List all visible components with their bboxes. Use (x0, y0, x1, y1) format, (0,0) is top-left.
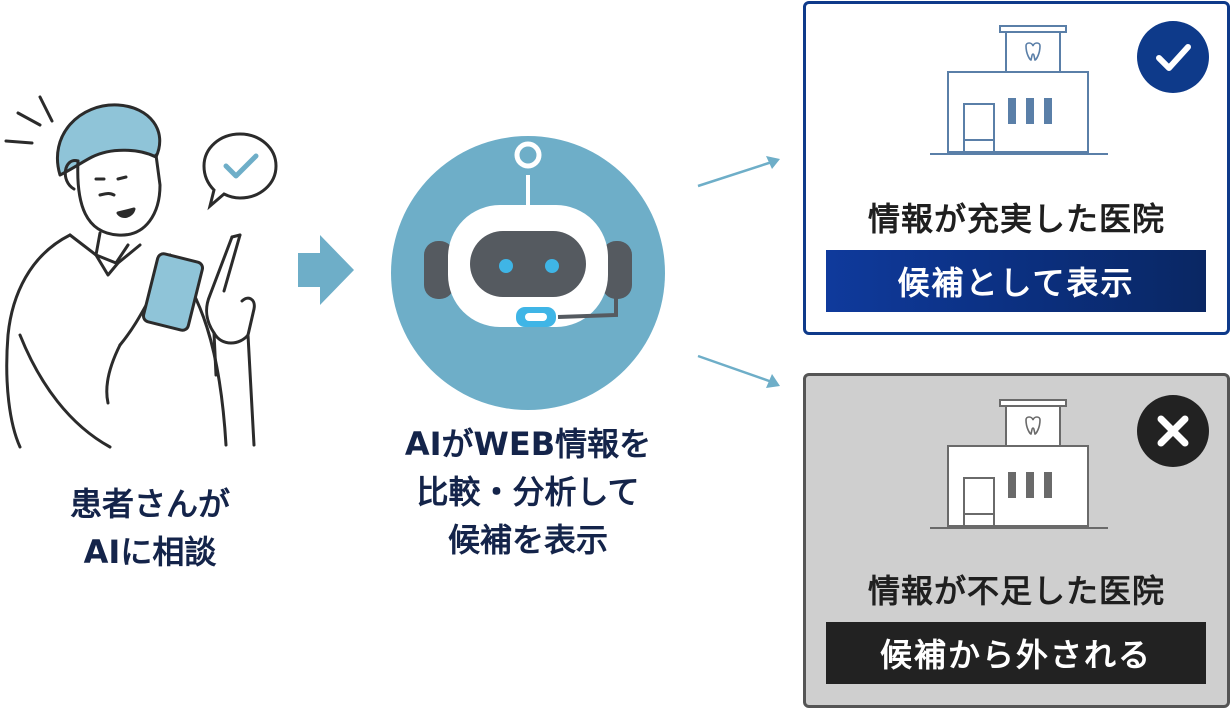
patient-caption: 患者さんが AIに相談 (20, 480, 280, 576)
speech-bubble-check-icon (202, 132, 278, 211)
ai-caption: AIがWEB情報を 比較・分析して 候補を表示 (355, 420, 701, 564)
clinic-building-icon (930, 399, 1108, 529)
check-icon (1156, 44, 1191, 71)
ai-caption-line2: 比較・分析して (416, 473, 640, 511)
arrow-right-icon (298, 235, 354, 305)
result-card-good: 情報が充実した医院 候補として表示 (803, 1, 1230, 335)
result-card-bad: 情報が不足した医院 候補から外される (803, 373, 1230, 708)
bad-card-banner: 候補から外される (826, 622, 1206, 684)
ai-robot-illustration (391, 136, 665, 410)
x-icon (1157, 415, 1189, 447)
clinic-building-icon (930, 25, 1108, 155)
good-card-banner: 候補として表示 (826, 250, 1206, 312)
patient-illustration (4, 95, 256, 449)
check-badge (1137, 21, 1209, 93)
arrow-to-bad-icon (697, 354, 780, 388)
arrow-to-good-icon (697, 156, 780, 188)
patient-caption-line2: AIに相談 (83, 533, 217, 571)
ai-caption-line3: 候補を表示 (447, 521, 608, 559)
good-card-title: 情報が充実した医院 (867, 200, 1165, 238)
x-badge (1137, 395, 1209, 467)
ai-caption-line1: AIがWEB情報を (404, 425, 652, 463)
bad-card-title: 情報が不足した医院 (867, 572, 1165, 610)
patient-caption-line1: 患者さんが (69, 485, 230, 523)
